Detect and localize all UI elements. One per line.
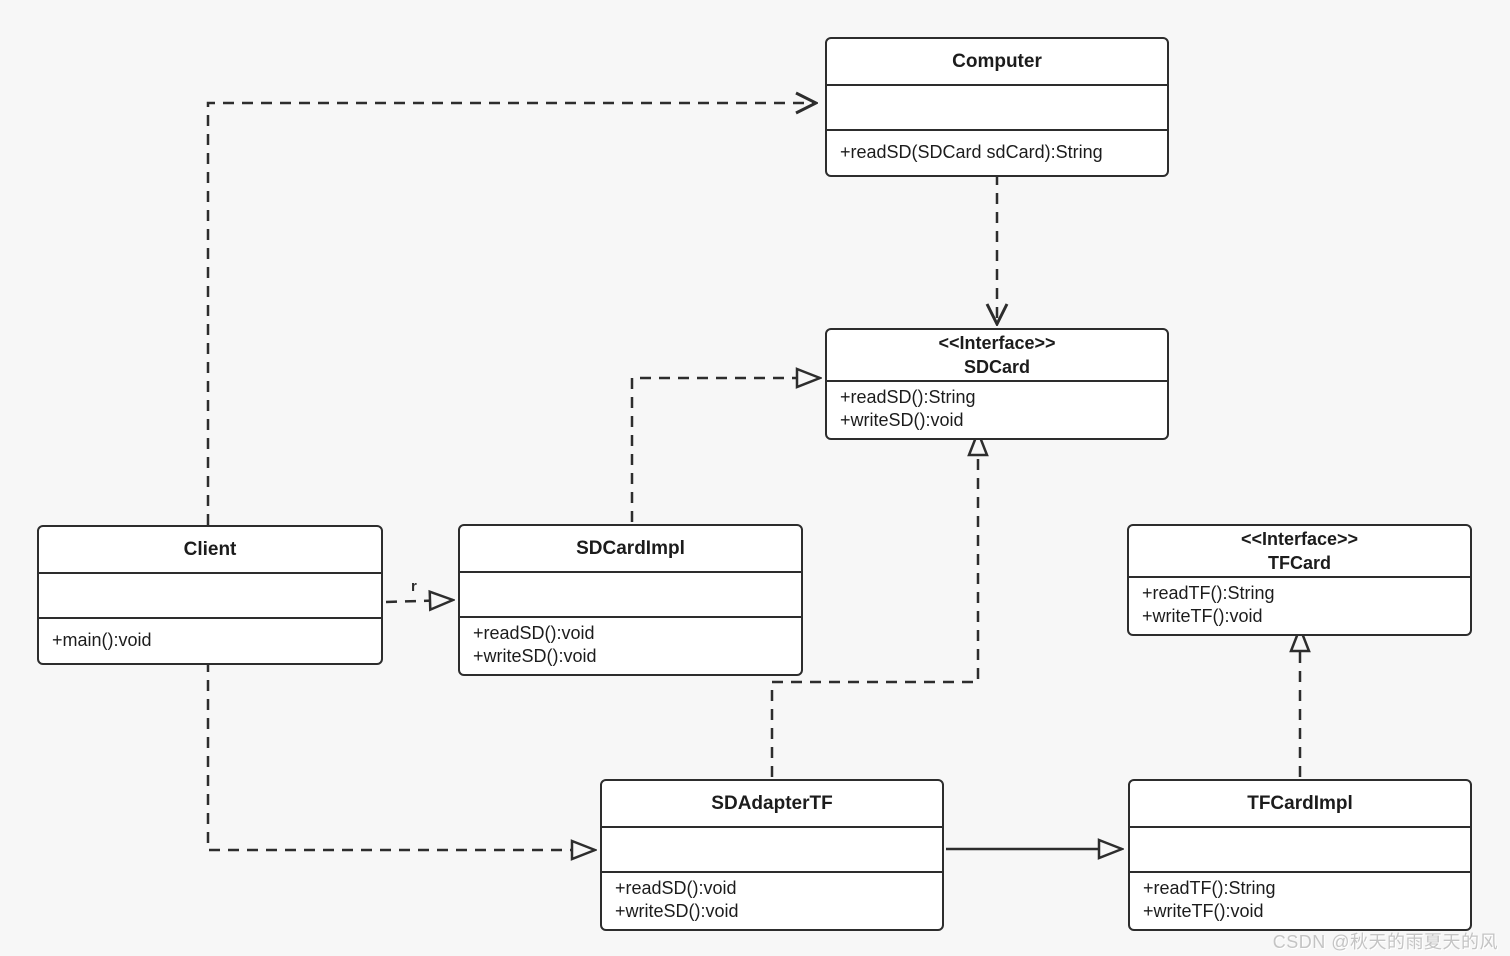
class-methods: +readSD():void +writeSD():void (602, 871, 942, 929)
stereotype-label: <<Interface>> (1240, 529, 1359, 549)
method: +writeTF():void (1142, 606, 1263, 626)
edge-sdcardimpl-sdcard-realization (630, 378, 820, 522)
class-attributes-empty (460, 571, 801, 616)
method: +writeSD():void (840, 410, 964, 430)
interface-name: TFCard (1268, 553, 1331, 573)
method: +readSD():String (840, 387, 976, 407)
class-attributes-empty (602, 826, 942, 871)
class-methods: +readSD():String +writeSD():void (827, 380, 1167, 438)
class-attributes-empty (827, 84, 1167, 129)
class-title: <<Interface>> TFCard (1129, 526, 1470, 576)
class-title: SDCardImpl (576, 537, 685, 559)
method: +readSD():void (473, 623, 595, 643)
edge-client-computer-dependency (206, 103, 816, 525)
method: +main():void (52, 630, 152, 650)
method: +readSD(SDCard sdCard):String (840, 142, 1103, 162)
class-title: Client (183, 538, 237, 560)
method: +writeTF():void (1143, 901, 1264, 921)
method: +writeSD():void (615, 901, 739, 921)
class-box-sdcard-interface: <<Interface>> SDCard +readSD():String +w… (825, 328, 1169, 440)
csdn-watermark: CSDN @秋天的雨夏天的风 (1272, 932, 1498, 952)
edge-client-sdadaptertf (206, 661, 595, 850)
method: +readSD():void (615, 878, 737, 898)
edge-label-r: r (411, 578, 417, 595)
class-title: TFCardImpl (1247, 792, 1353, 814)
class-box-tfcardimpl: TFCardImpl +readTF():String +writeTF():v… (1128, 779, 1472, 931)
method: +readTF():String (1143, 878, 1276, 898)
method: +readTF():String (1142, 583, 1275, 603)
class-methods: +readTF():String +writeTF():void (1129, 576, 1470, 634)
class-attributes-empty (1130, 826, 1470, 871)
class-box-computer: Computer +readSD(SDCard sdCard):String (825, 37, 1169, 177)
class-box-sdcardimpl: SDCardImpl +readSD():void +writeSD():voi… (458, 524, 803, 676)
method: +writeSD():void (473, 646, 597, 666)
class-box-tfcard-interface: <<Interface>> TFCard +readTF():String +w… (1127, 524, 1472, 636)
edge-client-sdcardimpl (385, 600, 453, 602)
class-title: <<Interface>> SDCard (827, 330, 1167, 380)
class-methods: +readTF():String +writeTF():void (1130, 871, 1470, 929)
class-attributes-empty (39, 572, 381, 617)
interface-name: SDCard (963, 357, 1030, 377)
class-methods: +readSD():void +writeSD():void (460, 616, 801, 674)
class-title: SDAdapterTF (711, 792, 833, 814)
class-box-sdadaptertf: SDAdapterTF +readSD():void +writeSD():vo… (600, 779, 944, 931)
stereotype-label: <<Interface>> (938, 333, 1056, 353)
class-box-client: Client +main():void (37, 525, 383, 665)
class-methods: +main():void (39, 617, 381, 663)
class-methods: +readSD(SDCard sdCard):String (827, 129, 1167, 175)
class-title: Computer (952, 50, 1042, 72)
